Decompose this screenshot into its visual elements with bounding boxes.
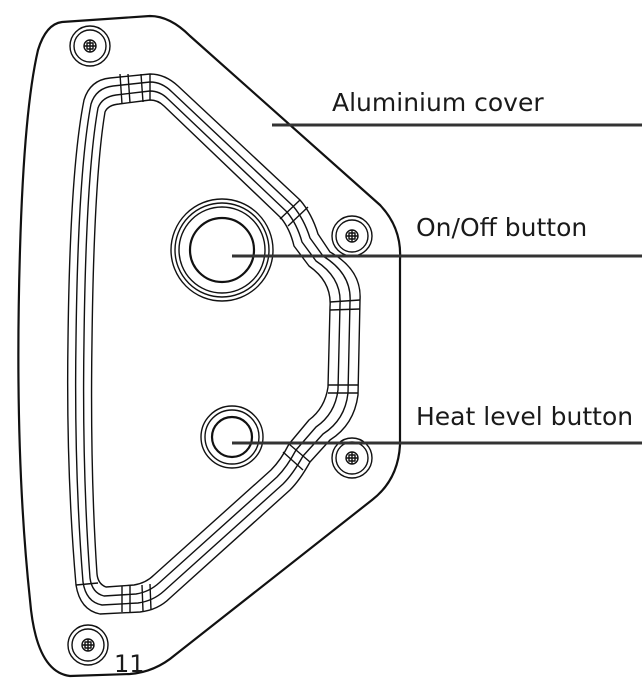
phillips-screw-icon bbox=[345, 229, 359, 243]
phillips-screw-icon bbox=[345, 451, 359, 465]
label-aluminium-cover: Aluminium cover bbox=[332, 88, 544, 117]
heat-level-button[interactable] bbox=[200, 405, 264, 469]
cover-panel bbox=[90, 99, 331, 588]
cover-groove-mid bbox=[74, 81, 351, 606]
on-off-button[interactable] bbox=[170, 198, 274, 302]
screw-right-lower bbox=[331, 437, 373, 479]
cover-groove-inner bbox=[82, 90, 341, 597]
cover-groove-outer bbox=[66, 73, 361, 615]
housing-outline bbox=[17, 14, 402, 678]
screw-right-upper bbox=[331, 215, 373, 257]
phillips-screw-icon bbox=[83, 39, 97, 53]
screw-top-left bbox=[69, 25, 111, 67]
phillips-screw-icon bbox=[81, 638, 95, 652]
label-on-off-button: On/Off button bbox=[416, 213, 587, 242]
groove-ticks bbox=[75, 73, 361, 612]
screw-bottom-left bbox=[67, 624, 109, 666]
label-heat-level-button: Heat level button bbox=[416, 402, 633, 431]
figure-number: 11 bbox=[114, 650, 145, 678]
